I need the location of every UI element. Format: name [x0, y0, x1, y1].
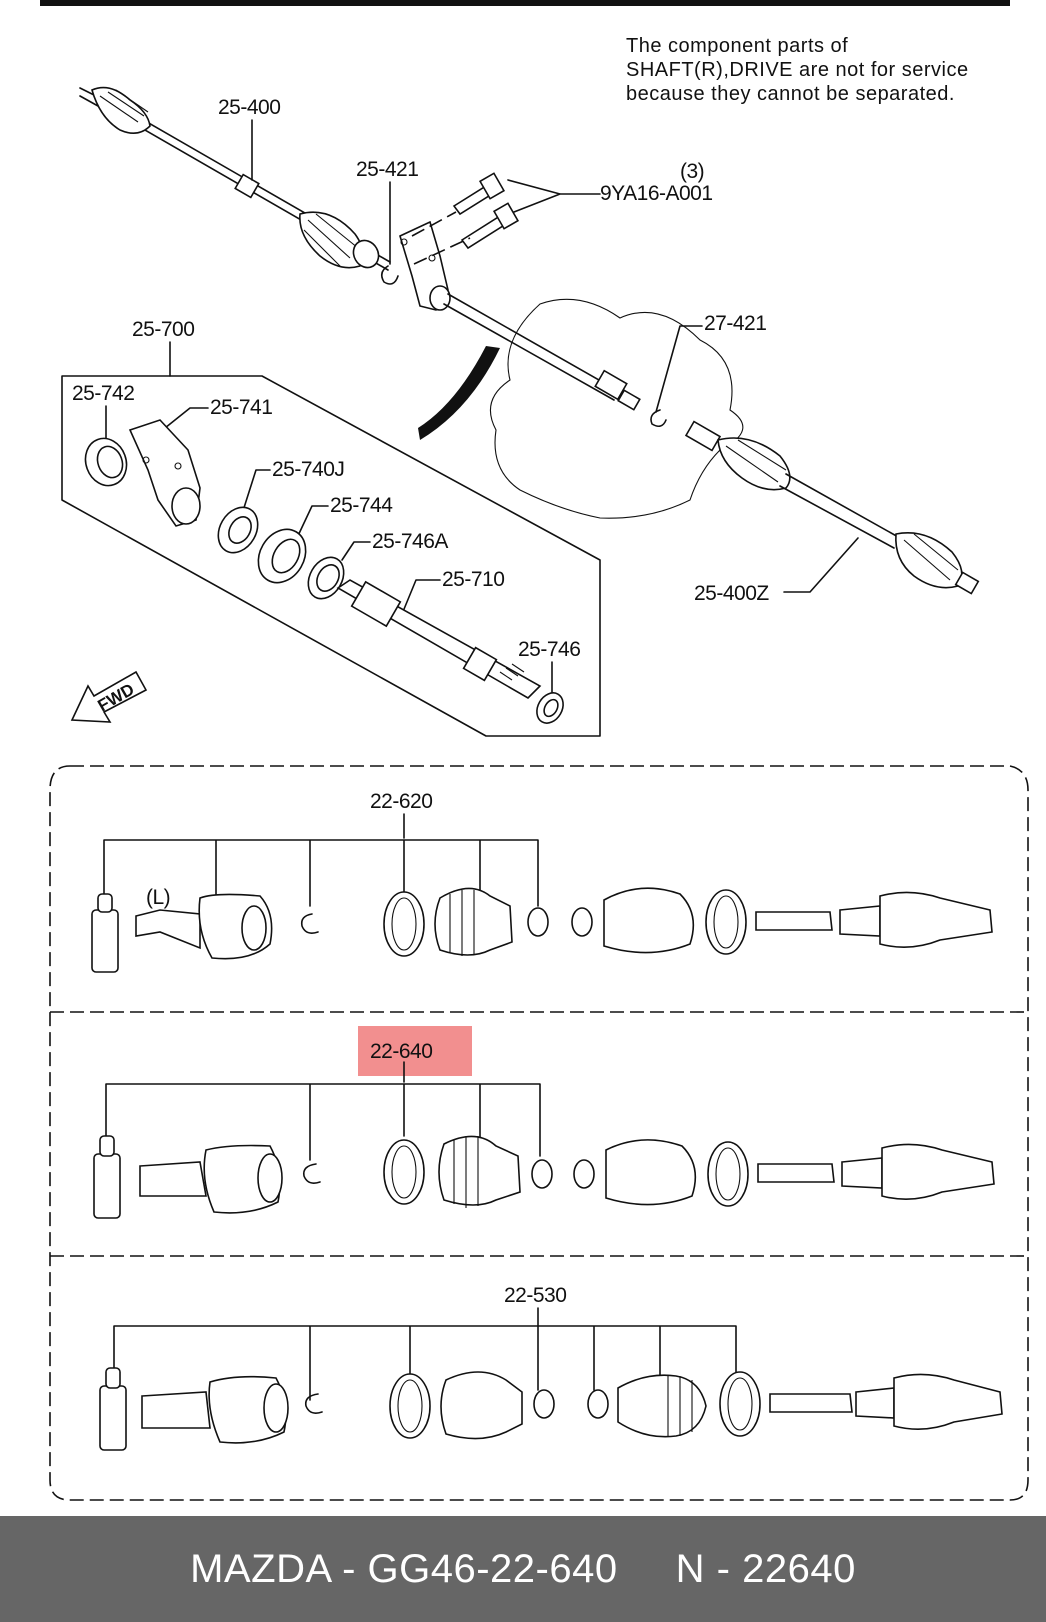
side-label-l: (L) [146, 886, 170, 909]
label-25-742: 25-742 [72, 382, 134, 405]
note-line-2: SHAFT(R),DRIVE are not for service [626, 59, 969, 81]
label-25-400: 25-400 [218, 96, 280, 119]
label-22-620: 22-620 [370, 790, 432, 813]
bolts-9ya16 [452, 172, 601, 250]
label-9ya16-a001: 9YA16-A001 [600, 182, 713, 205]
part-25-746a [307, 556, 345, 600]
circlip-25-421 [380, 265, 399, 285]
part-25-740j [217, 506, 259, 554]
footer-bar: MAZDA - GG46-22-640 N - 22640 [0, 1516, 1046, 1622]
kit-panel-22-640: 22-640 [93, 1026, 995, 1219]
label-25-746: 25-746 [518, 638, 580, 661]
circlip-27-421 [650, 409, 667, 428]
parts-diagram: The component parts of SHAFT(R),DRIVE ar… [40, 0, 1029, 1501]
kit-panel-22-620: 22-620 (L) [91, 790, 993, 973]
top-border [40, 0, 1010, 6]
note-line-1: The component parts of [626, 35, 848, 57]
label-25-700: 25-700 [132, 318, 194, 341]
label-22-640: 22-640 [370, 1040, 432, 1063]
assembly-box-25-700 [61, 375, 601, 737]
label-25-400z: 25-400Z [694, 582, 769, 605]
label-22-530: 22-530 [504, 1284, 566, 1307]
part-25-744 [257, 528, 307, 584]
kit-panel-22-530: 22-530 [99, 1284, 1003, 1451]
label-25-421: 25-421 [356, 158, 418, 181]
label-25-741: 25-741 [210, 396, 272, 419]
fwd-arrow-icon: FWD [70, 670, 148, 723]
arrow-wedge [418, 346, 500, 440]
bearing-bracket [399, 211, 471, 311]
note-line-3: because they cannot be separated. [626, 83, 955, 105]
part-25-741 [128, 419, 201, 527]
drive-shaft-right [684, 420, 980, 595]
kit-panels-border [49, 765, 1029, 1501]
label-25-744: 25-744 [330, 494, 393, 517]
drive-shaft-left [79, 86, 391, 271]
label-27-421: 27-421 [704, 312, 766, 335]
label-qty-3: (3) [680, 160, 704, 183]
label-25-710: 25-710 [442, 568, 504, 591]
label-25-746a: 25-746A [372, 530, 448, 553]
part-number-highlight [358, 1026, 472, 1076]
part-25-746 [536, 692, 564, 724]
part-25-710-shaft [336, 579, 542, 700]
part-25-742 [84, 437, 128, 487]
transmission-outline [489, 298, 744, 519]
footer-part-number: MAZDA - GG46-22-640 N - 22640 [190, 1547, 856, 1591]
label-25-740j: 25-740J [272, 458, 344, 481]
